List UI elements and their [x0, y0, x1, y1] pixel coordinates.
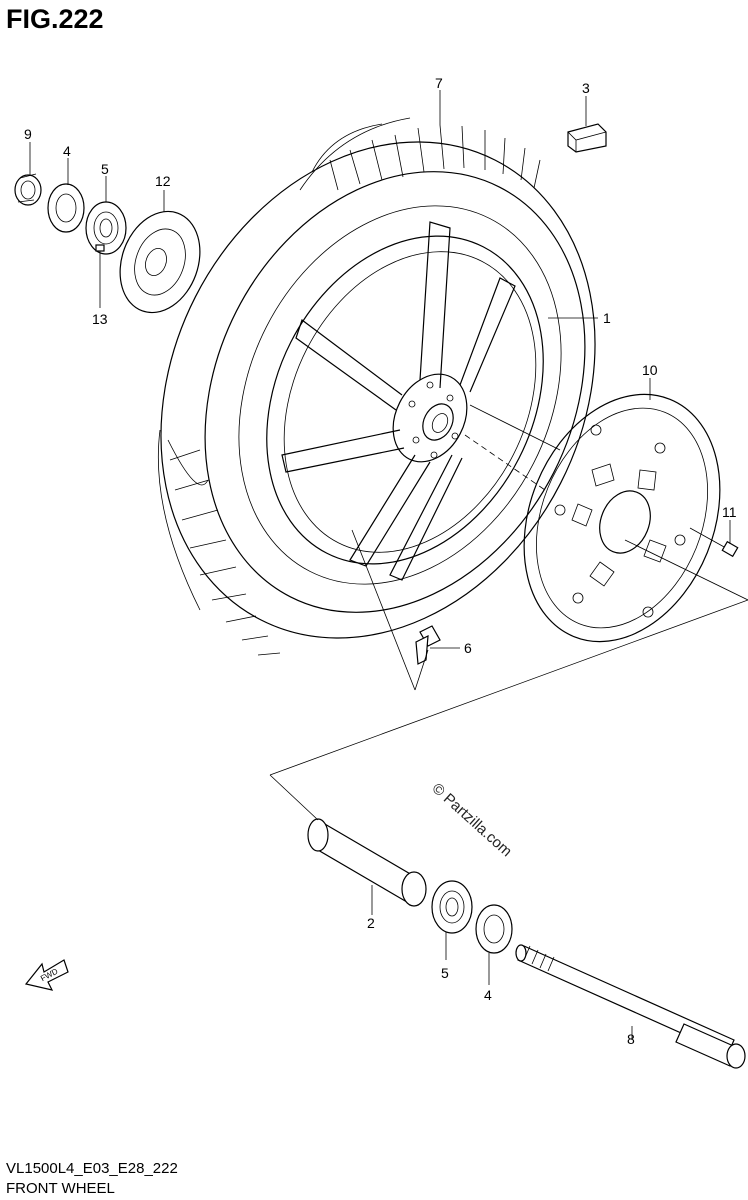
callout-11: 11 — [722, 504, 737, 520]
section-name: FRONT WHEEL — [6, 1180, 115, 1197]
callout-4-upper: 4 — [63, 143, 71, 159]
dust-seal-lower-part[interactable] — [475, 904, 513, 954]
callout-9: 9 — [24, 126, 32, 142]
balancer-weight-part[interactable] — [567, 123, 607, 153]
callout-1: 1 — [603, 310, 611, 326]
fwd-arrow-icon: FWD — [24, 959, 69, 991]
bearing-upper-part[interactable] — [85, 201, 127, 255]
dust-seal-upper-part[interactable] — [47, 183, 85, 233]
valve-part[interactable] — [415, 625, 441, 665]
callout-4-lower: 4 — [484, 987, 492, 1003]
assembly-lines — [269, 404, 748, 821]
callout-8: 8 — [627, 1031, 635, 1047]
figure-title: FIG.222 — [6, 4, 104, 34]
sensor-rotor-part[interactable] — [107, 200, 214, 324]
callout-labels: 9 4 5 12 13 7 3 1 10 11 6 2 5 4 8 — [24, 75, 737, 1047]
rotor-screw-part[interactable] — [95, 244, 105, 265]
callout-5-upper: 5 — [101, 161, 109, 177]
axle-part[interactable] — [515, 944, 746, 1069]
bearing-lower-part[interactable] — [431, 880, 473, 934]
tire-drawing[interactable] — [78, 67, 678, 713]
callout-3: 3 — [582, 80, 590, 96]
wheel-drawing[interactable] — [213, 189, 597, 612]
callout-5-lower: 5 — [441, 965, 449, 981]
disc-bolt-part[interactable] — [689, 527, 739, 558]
callout-10: 10 — [642, 362, 658, 378]
callout-2: 2 — [367, 915, 375, 931]
callout-6: 6 — [464, 640, 472, 656]
model-code: VL1500L4_E03_E28_222 — [6, 1160, 178, 1177]
leader-lines — [29, 90, 731, 1040]
collar-part[interactable] — [14, 173, 42, 206]
spacer-part[interactable] — [307, 818, 427, 907]
brake-disc-part[interactable] — [489, 365, 748, 671]
callout-12: 12 — [155, 173, 171, 189]
callout-13: 13 — [92, 311, 108, 327]
callout-7: 7 — [435, 75, 443, 91]
